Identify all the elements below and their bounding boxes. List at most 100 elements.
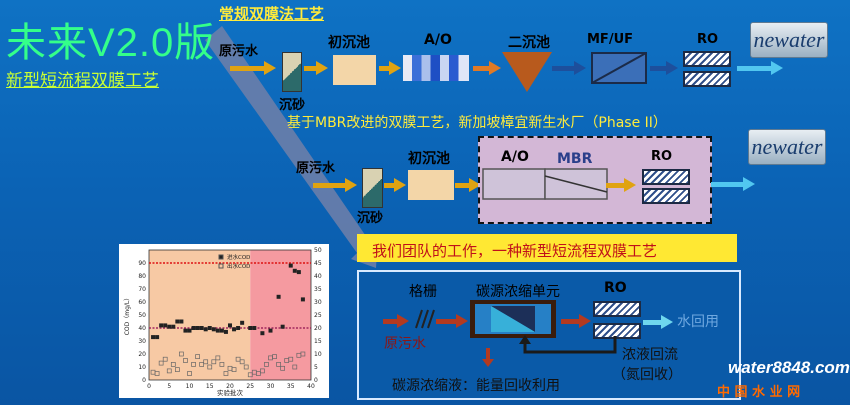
chart-point-outflow <box>183 358 188 363</box>
team-title: 我们团队的工作，一种新型短流程双膜工艺 <box>372 242 658 260</box>
team-reuse-label: 水回用 <box>677 314 719 330</box>
newater-logo-top: newater <box>750 22 828 58</box>
chart-ytick: 0 <box>142 377 146 384</box>
chart-point-outflow <box>256 371 261 376</box>
chart-point-inflow <box>236 326 241 330</box>
main-title: 未来V2.0版 <box>6 21 216 65</box>
conventional-title: 常规双膜法工艺 <box>219 5 325 23</box>
chart-point-outflow <box>166 368 172 374</box>
mbr-arrow-1 <box>313 178 357 192</box>
mbr-grit-label: 沉砂 <box>357 211 384 226</box>
conv-ro-upper <box>683 51 731 67</box>
chart-legend-marker <box>218 254 224 260</box>
chart-ytick: 80 <box>138 273 146 280</box>
chart-ytick: 60 <box>138 299 146 306</box>
team-arrow-4 <box>643 315 673 329</box>
team-ro-lower <box>593 323 641 339</box>
chart-legend-label: 出水COD <box>227 262 250 270</box>
chart-xtick: 40 <box>307 383 315 390</box>
chart-point-inflow <box>187 328 192 333</box>
team-concentrator-unit <box>470 300 556 338</box>
chart-point-outflow <box>179 351 184 357</box>
chart-xtick: 25 <box>246 383 254 390</box>
team-arrow-3 <box>561 314 591 328</box>
team-arrow-2 <box>436 314 468 328</box>
chart-point-outflow <box>300 351 306 357</box>
chart-point-inflow <box>215 328 220 333</box>
chart-legend-marker <box>218 263 224 269</box>
team-ro-upper <box>593 301 641 317</box>
chart-point-outflow <box>292 364 298 370</box>
chart-point-inflow <box>296 270 301 275</box>
chart-xtick: 10 <box>186 383 194 390</box>
mbr-mbr-label: MBR <box>557 151 593 167</box>
chart-y2tick: 10 <box>314 351 322 358</box>
chart-point-outflow <box>288 356 294 362</box>
chart-y2tick: 35 <box>314 286 322 293</box>
chart-legend-label: 进水COD <box>227 253 250 261</box>
chart-xtick: 15 <box>206 383 214 390</box>
chart-point-inflow <box>191 326 196 330</box>
chart-y2tick: 40 <box>314 273 322 280</box>
chart-point-outflow <box>243 364 249 370</box>
chart-point-inflow <box>175 319 180 324</box>
mbr-ao-label: A/O <box>501 149 529 165</box>
conv-secondary-label: 二沉池 <box>508 35 550 51</box>
conv-grit-label: 沉砂 <box>279 98 306 113</box>
conv-arrow-3 <box>379 61 401 75</box>
chart-point-inflow <box>280 324 285 329</box>
newater-logo-bottom: newater <box>748 129 826 165</box>
chart-point-outflow <box>219 362 225 367</box>
chart-point-inflow <box>260 331 265 336</box>
team-title-banner <box>357 234 737 262</box>
chart-point-inflow <box>211 327 216 332</box>
conv-arrow-2 <box>304 61 328 75</box>
mbr-arrow-5 <box>711 177 755 191</box>
chart-frame <box>148 249 312 381</box>
chart-point-inflow <box>276 294 281 299</box>
chart-y2tick: 30 <box>314 299 322 306</box>
chart-point-outflow <box>239 359 245 365</box>
conv-ro-label: RO <box>697 32 719 47</box>
conv-ao-label: A/O <box>424 32 452 48</box>
chart-ytick: 40 <box>138 325 146 332</box>
chart-xlabel: 实验批次 <box>217 388 244 397</box>
chart-region-1 <box>250 250 311 380</box>
conv-primary-tank <box>333 55 376 85</box>
chart-y2tick: 5 <box>314 364 318 371</box>
conv-arrow-7 <box>737 61 783 75</box>
chart-point-inflow <box>167 324 172 329</box>
team-recycle-line <box>519 335 617 354</box>
chart-y2tick: 50 <box>314 247 322 254</box>
chart-point-inflow <box>155 335 160 340</box>
team-down-arrow <box>482 348 494 367</box>
conv-arrow-4 <box>473 61 501 75</box>
mbr-raw-label: 原污水 <box>296 161 336 176</box>
chart-point-outflow <box>276 362 281 367</box>
chart-point-inflow <box>268 328 273 333</box>
chart-point-outflow <box>195 354 200 359</box>
chart-ytick: 90 <box>138 260 146 267</box>
chart-ytick: 30 <box>138 338 146 345</box>
watermark-cn: 中 国 水 业 网 <box>717 385 801 400</box>
team-recycle-label: 浓液回流 <box>622 347 678 363</box>
chart-legend-1: 出水COD <box>218 262 250 270</box>
chart-point-inflow <box>288 263 293 268</box>
chart-point-outflow <box>199 362 205 367</box>
chart-point-inflow <box>207 326 212 330</box>
chart-point-inflow <box>203 327 208 332</box>
mbr-arrow-2 <box>384 178 406 192</box>
chart-point-outflow <box>280 365 285 371</box>
team-concentrator-label: 碳源浓缩单元 <box>476 284 560 300</box>
chart-point-inflow <box>252 326 257 330</box>
chart-point-outflow <box>223 371 229 376</box>
chart-xtick: 5 <box>167 383 171 390</box>
chart-ytick: 70 <box>138 286 146 293</box>
chart-point-inflow <box>195 326 200 330</box>
chart-point-outflow <box>158 360 164 366</box>
chart-point-inflow <box>159 323 164 328</box>
subtitle: 新型短流程双膜工艺 <box>6 71 159 91</box>
mbr-title: 基于MBR改进的双膜工艺，新加坡樟宜新生水厂（Phase II） <box>287 115 667 131</box>
team-raw-label: 原污水 <box>384 336 426 352</box>
chart-point-outflow <box>272 354 277 359</box>
